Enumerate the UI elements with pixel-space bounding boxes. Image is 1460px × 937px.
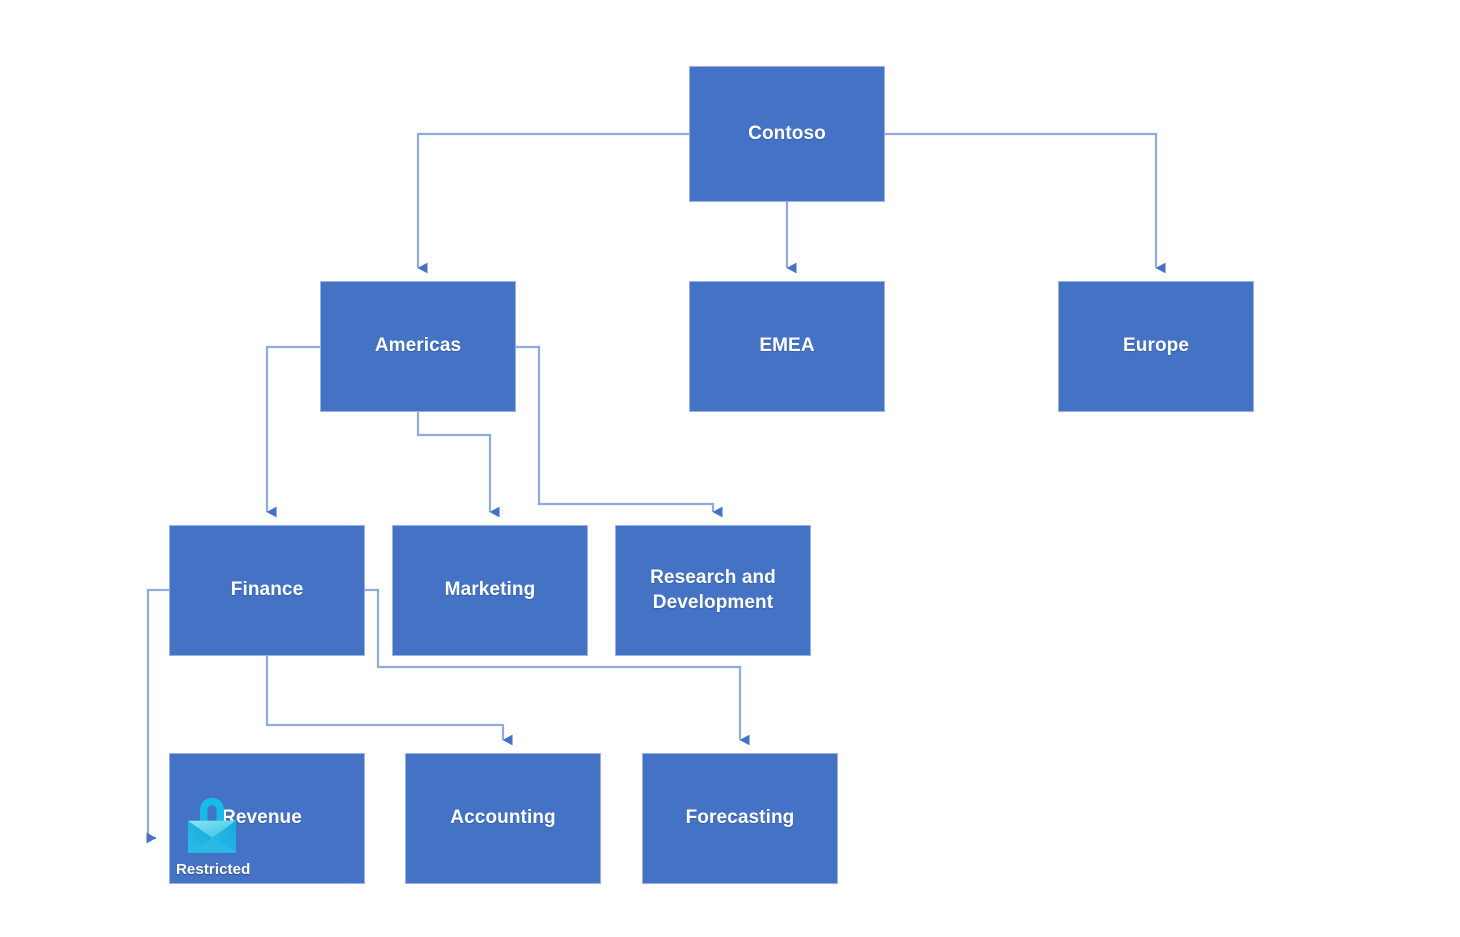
node-label: Contoso: [748, 122, 826, 144]
node-label: Research and Development: [650, 567, 776, 613]
edge-finance-revenue: [146, 588, 169, 844]
node-marketing[interactable]: Marketing: [392, 525, 588, 656]
node-revenue[interactable]: Revenue Restricted: [169, 753, 365, 884]
node-contoso[interactable]: Contoso: [689, 66, 885, 202]
sensitivity-label: Restricted: [176, 860, 251, 878]
node-emea[interactable]: EMEA: [689, 281, 885, 412]
node-label: Finance: [230, 579, 304, 601]
edge-americas-marketing: [416, 412, 500, 518]
node-forecasting[interactable]: Forecasting: [642, 753, 838, 884]
node-label: Marketing: [444, 579, 536, 601]
edge-americas-randd: [516, 345, 723, 518]
node-label: EMEA: [759, 335, 815, 357]
edge-finance-accounting: [265, 656, 513, 746]
node-finance[interactable]: Finance: [169, 525, 365, 656]
node-europe[interactable]: Europe: [1058, 281, 1254, 412]
node-label: Revenue: [222, 807, 302, 829]
lock-icon: [188, 797, 236, 853]
node-label: Accounting: [450, 807, 556, 829]
node-label: Americas: [374, 335, 462, 357]
edge-contoso-europe: [885, 132, 1166, 274]
edge-americas-finance: [265, 345, 320, 518]
edge-contoso-americas: [416, 132, 689, 274]
node-americas[interactable]: Americas: [320, 281, 516, 412]
node-label: Europe: [1122, 335, 1190, 357]
node-label: Forecasting: [685, 807, 795, 829]
node-accounting[interactable]: Accounting: [405, 753, 601, 884]
node-research-and-development[interactable]: Research and Development: [615, 525, 811, 656]
